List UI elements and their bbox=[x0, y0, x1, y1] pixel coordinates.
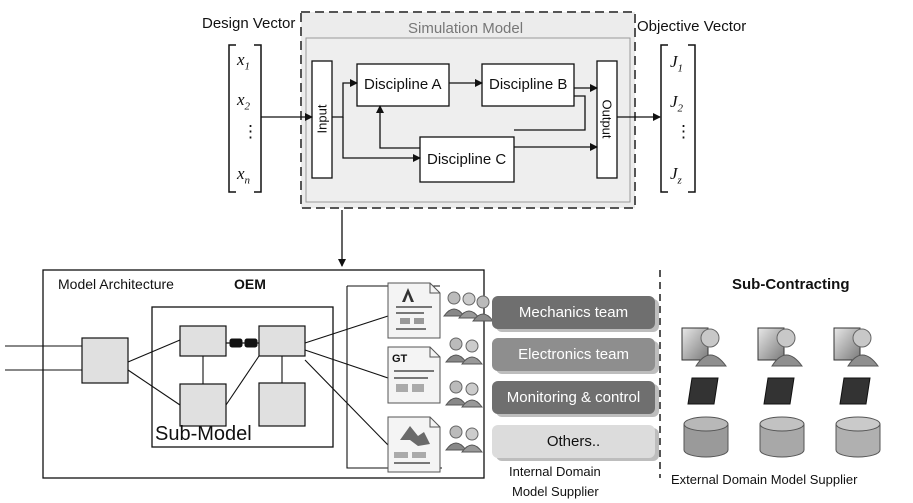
person-icon bbox=[776, 328, 796, 348]
discipline-c-box bbox=[419, 136, 515, 183]
team-electronics: Electronics team bbox=[492, 338, 655, 371]
objective-vector-title: Objective Vector bbox=[637, 18, 747, 35]
objective-vector-bracket bbox=[660, 44, 696, 193]
internal-supplier-label-line1: Internal Domain bbox=[509, 464, 601, 479]
sub-model-blocks bbox=[81, 325, 306, 427]
oem-label: OEM bbox=[234, 276, 266, 292]
team-mechanics-label: Mechanics team bbox=[518, 304, 629, 321]
coupling-link bbox=[226, 338, 259, 348]
top-flow-arrows bbox=[261, 79, 661, 267]
discipline-b-label: Discipline B bbox=[489, 76, 568, 93]
monitor-icon bbox=[687, 377, 719, 405]
discipline-c-label: Discipline C bbox=[427, 151, 507, 168]
document-icon-monitoring bbox=[387, 416, 441, 473]
database-icon bbox=[759, 423, 805, 458]
input-label: Input bbox=[314, 104, 330, 134]
sub-contracting-title: Sub-Contracting bbox=[732, 276, 850, 293]
design-vector-title: Design Vector bbox=[202, 15, 296, 32]
internal-supplier-label-line2: Model Supplier bbox=[512, 484, 599, 499]
design-entry-2: x2 bbox=[237, 90, 251, 113]
external-input-block bbox=[81, 337, 129, 384]
team-others: Others.. bbox=[492, 425, 655, 458]
output-block bbox=[596, 60, 618, 179]
objective-entry-2: J2 bbox=[670, 92, 684, 115]
team-monitoring-label: Monitoring & control bbox=[506, 389, 641, 406]
discipline-a-label: Discipline A bbox=[364, 76, 442, 93]
model-architecture-label: Model Architecture bbox=[58, 276, 174, 292]
sub-block-4 bbox=[258, 382, 306, 427]
database-icon bbox=[683, 423, 729, 458]
internal-team-people bbox=[443, 291, 494, 453]
external-supplier-1 bbox=[681, 327, 729, 458]
discipline-a-box bbox=[356, 63, 450, 107]
person-pair-icon-electronics bbox=[445, 337, 483, 365]
sub-model-label: Sub-Model bbox=[155, 423, 252, 445]
matlab-logo-icon bbox=[400, 426, 430, 446]
external-supplier-3 bbox=[833, 327, 881, 458]
team-electronics-label: Electronics team bbox=[518, 346, 629, 363]
output-label: Output bbox=[599, 99, 615, 139]
objective-entry-z: Jz bbox=[670, 164, 682, 187]
person-icon bbox=[852, 328, 872, 348]
monitor-icon bbox=[839, 377, 871, 405]
team-others-label: Others.. bbox=[546, 433, 601, 450]
team-mechanics: Mechanics team bbox=[492, 296, 655, 329]
design-entry-n: xn bbox=[237, 164, 251, 187]
design-entry-ellipsis: ⋮ bbox=[242, 122, 259, 141]
team-monitoring-control: Monitoring & control bbox=[492, 381, 655, 414]
simulation-model-title: Simulation Model bbox=[408, 20, 524, 37]
person-pair-icon-others bbox=[445, 425, 483, 453]
external-supplier-2 bbox=[757, 327, 805, 458]
person-icon bbox=[700, 328, 720, 348]
design-entry-1: x1 bbox=[237, 50, 251, 73]
document-details bbox=[394, 288, 434, 464]
sub-block-2 bbox=[258, 325, 306, 357]
objective-entry-ellipsis: ⋮ bbox=[675, 122, 692, 141]
vendor-a-logo-icon bbox=[402, 288, 414, 302]
sub-block-3 bbox=[179, 383, 227, 427]
database-icon bbox=[835, 423, 881, 458]
person-pair-icon-mechanics bbox=[443, 291, 494, 322]
objective-entry-1: J1 bbox=[670, 52, 684, 75]
sub-block-1 bbox=[179, 325, 227, 357]
design-vector-bracket bbox=[228, 44, 262, 193]
monitor-icon bbox=[763, 377, 795, 405]
external-supplier-label: External Domain Model Supplier bbox=[671, 472, 858, 487]
gt-logo-icon: GT bbox=[392, 353, 408, 365]
document-icon-mechanics bbox=[387, 282, 441, 339]
person-pair-icon-monitoring bbox=[445, 380, 483, 408]
